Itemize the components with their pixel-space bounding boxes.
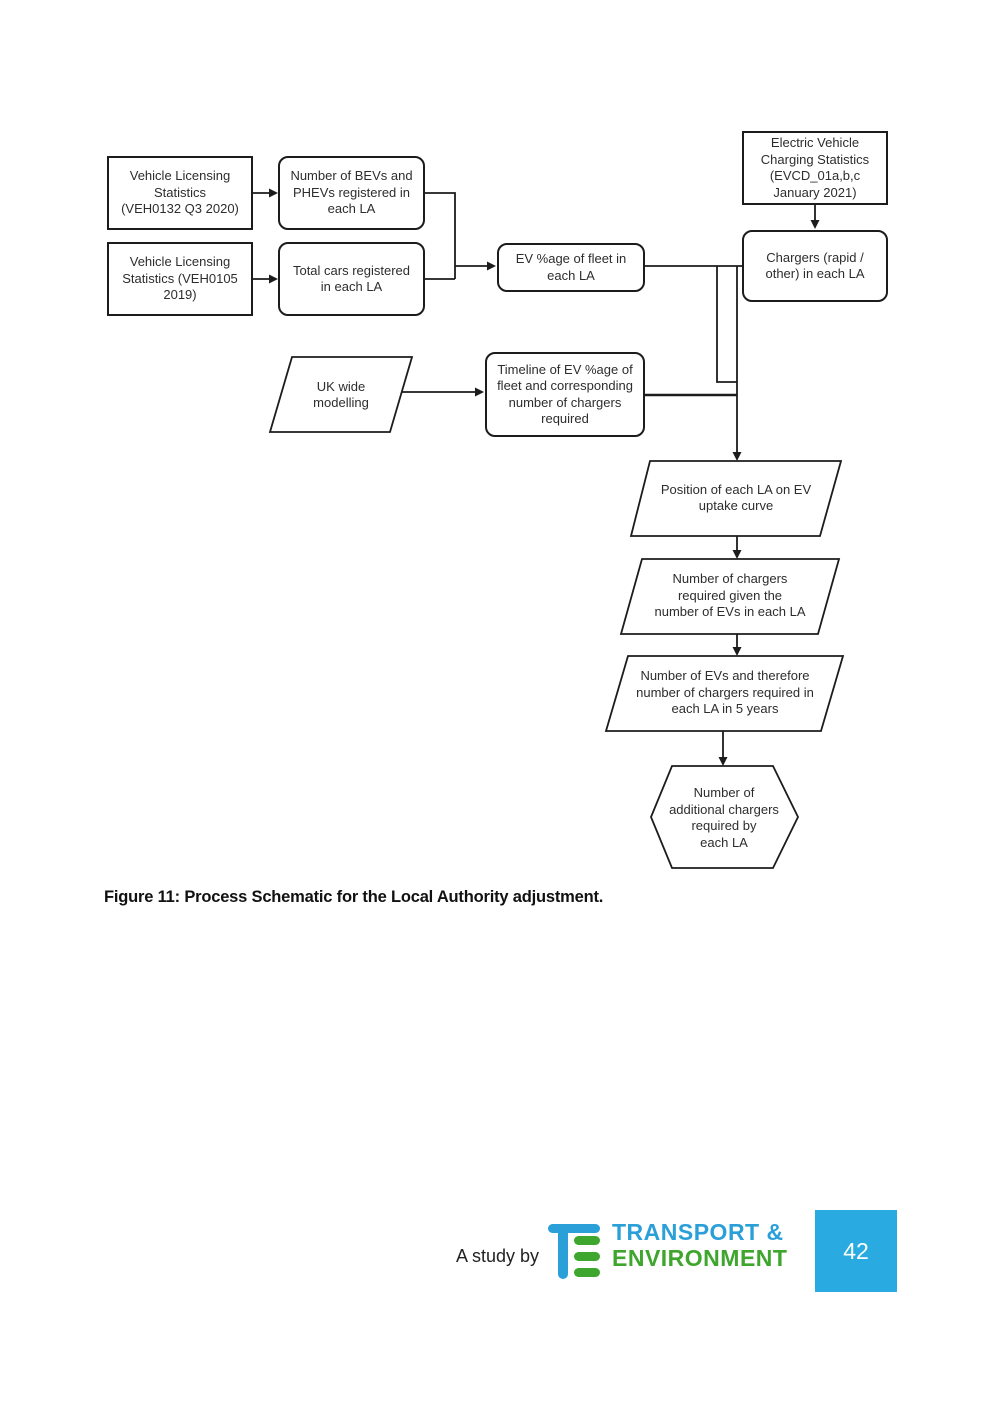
te-logo-e-bar	[574, 1252, 600, 1261]
arrowhead-down-icon	[718, 757, 728, 766]
connector-lines	[253, 192, 816, 757]
figure-caption: Figure 11: Process Schematic for the Loc…	[104, 888, 604, 906]
node-veh0132: Vehicle Licensing Statistics (VEH0132 Q3…	[107, 156, 253, 230]
node-additional-chargers-label: Number of additional chargers required b…	[669, 785, 779, 850]
arrowhead-right-icon	[475, 387, 484, 397]
node-timeline: Timeline of EV %age of fleet and corresp…	[485, 352, 645, 437]
node-ev-pct-fleet: EV %age of fleet in each LA	[497, 243, 645, 292]
node-total-cars: Total cars registered in each LA	[278, 242, 425, 316]
node-ev-charging-stats: Electric Vehicle Charging Statistics (EV…	[742, 131, 888, 205]
arrowhead-right-icon	[269, 274, 278, 284]
node-evs-5-years-label: Number of EVs and therefore number of ch…	[636, 668, 814, 717]
te-logo-wordmark: TRANSPORT & ENVIRONMENT	[612, 1219, 787, 1271]
connector-evpct-down	[716, 266, 737, 383]
page-number-badge: 42	[815, 1210, 897, 1292]
arrowhead-down-icon	[732, 647, 742, 656]
logo-line-transport: TRANSPORT &	[612, 1219, 784, 1245]
te-logo-e-bar	[574, 1268, 600, 1277]
te-logo-stem	[558, 1224, 568, 1279]
node-chargers: Chargers (rapid / other) in each LA	[742, 230, 888, 302]
arrowhead-right-icon	[269, 188, 278, 198]
hexagon-additional-chargers	[650, 765, 800, 869]
study-by-text: A study by	[456, 1246, 540, 1266]
arrowhead-down-icon	[732, 550, 742, 559]
node-bevs-phevs: Number of BEVs and PHEVs registered in e…	[278, 156, 425, 230]
node-uk-modelling-label: UK wide modelling	[313, 378, 369, 411]
node-chargers-required-label: Number of chargers required given the nu…	[654, 571, 806, 620]
parallelogram-uk-modelling	[268, 356, 414, 433]
logo-line-environment: ENVIRONMENT	[612, 1245, 788, 1271]
node-veh0105: Vehicle Licensing Statistics (VEH0105 20…	[107, 242, 253, 316]
parallelogram-chargers-required	[619, 558, 841, 635]
node-la-position-label: Position of each LA on EV uptake curve	[660, 481, 812, 514]
flowchart-canvas	[253, 188, 845, 869]
te-logo-e-bar	[574, 1236, 600, 1245]
arrowhead-right-icon	[487, 261, 496, 271]
te-logo-icon	[548, 1224, 600, 1279]
parallelogram-evs-5-years	[604, 655, 845, 732]
arrowhead-down-icon	[732, 452, 742, 461]
parallelogram-la-position	[629, 460, 843, 537]
connector-join-to-evpct	[425, 192, 487, 280]
flowchart-shapes	[268, 356, 845, 869]
arrowheads	[269, 188, 820, 766]
te-logo-top-bar	[548, 1224, 600, 1233]
arrowhead-down-icon	[810, 220, 820, 229]
